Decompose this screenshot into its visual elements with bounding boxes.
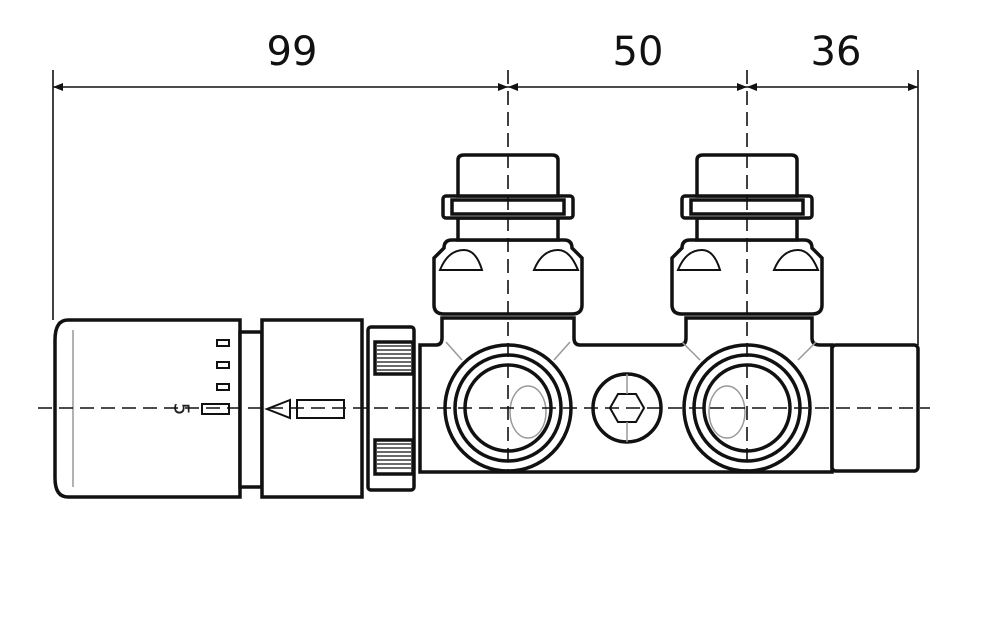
extension-lines [52, 70, 919, 345]
dimension-label-middle: 50 [613, 29, 664, 75]
setting-indicator-arrow [264, 398, 291, 420]
dimension-label-left: 99 [267, 29, 318, 75]
setting-indicator [296, 399, 345, 419]
center-lines [38, 70, 930, 470]
dimension-label-right: 36 [811, 29, 862, 75]
knurled-nut [366, 325, 416, 492]
scale-number: 5 [170, 403, 194, 416]
scale-marker [201, 403, 230, 415]
scale-tick [216, 383, 230, 391]
scale-tick [216, 339, 230, 347]
scale-tick [216, 361, 230, 369]
right-connector [670, 153, 824, 316]
end-cap [830, 343, 920, 473]
